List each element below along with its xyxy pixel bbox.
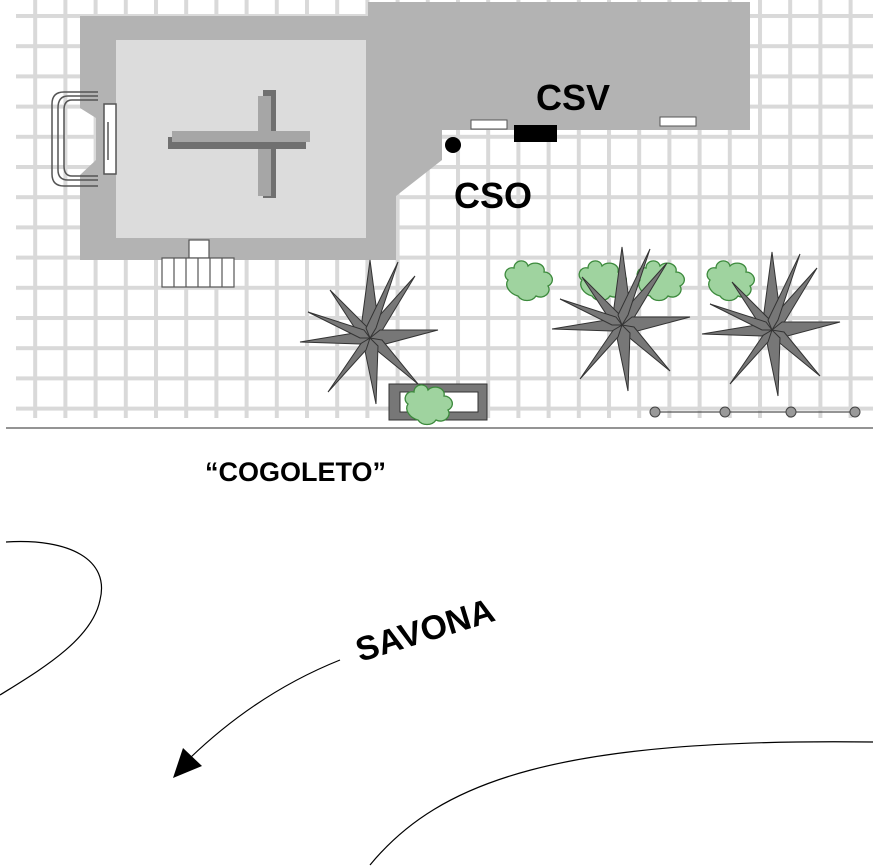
cso-marker — [445, 137, 461, 153]
savona-direction-arrow — [189, 659, 341, 759]
planter-box — [388, 383, 488, 426]
csv-marker — [514, 125, 557, 142]
left-entry-steps — [51, 91, 117, 187]
vent-slot — [470, 119, 508, 130]
bottom-entry-steps — [161, 239, 235, 288]
fence-line — [649, 406, 861, 418]
arrow-head-icon — [173, 748, 202, 778]
road-curve-left — [0, 540, 103, 696]
cso-label: CSO — [454, 175, 532, 216]
savona-label: SAVONA — [351, 592, 499, 670]
road-curve-right — [369, 741, 873, 866]
csv-label: CSV — [536, 77, 610, 118]
cross-structure — [168, 90, 310, 198]
cogoleto-label: “COGOLETO” — [205, 457, 386, 487]
vent-slot — [659, 116, 697, 127]
